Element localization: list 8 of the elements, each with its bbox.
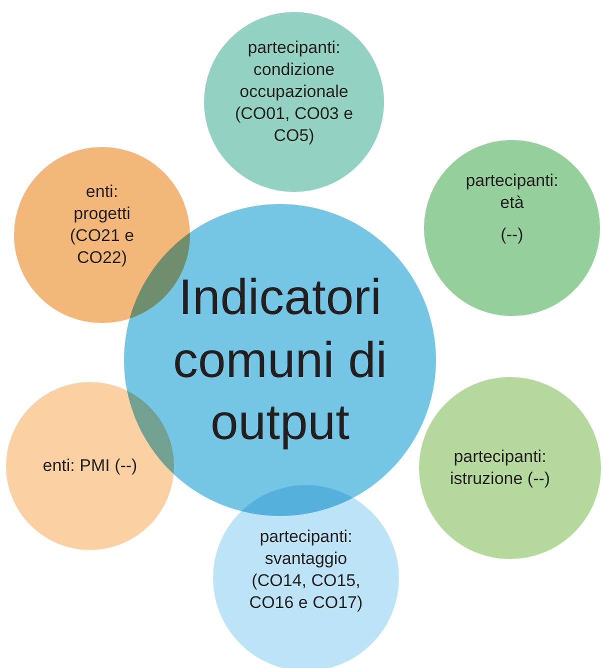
circle-label: enti: PMI (--) [42,454,138,477]
circle-label: partecipanti: svantaggio (CO14, CO15, CO16 e CO17) [248,526,364,614]
circle-label: partecipanti: condizione occupazionale (CO01, CO03 e CO5) [234,36,354,148]
circle-label: (--) [500,224,524,246]
circle-label: partecipanti: istruzione (--) [448,446,552,490]
circle-label: partecipanti: età [466,170,558,214]
center-title: Indicatori comuni di output [172,268,388,452]
circle-label: enti: progetti (CO21 e CO22) [68,180,136,270]
